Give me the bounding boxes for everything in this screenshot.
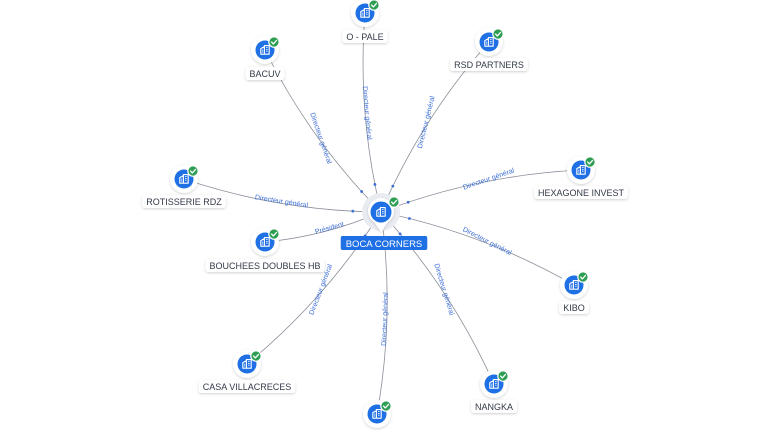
center-label-bg [340,236,428,250]
node-label-pill: CASA VILLACRECES [198,380,296,393]
edge-line [380,211,495,385]
node-label: ROTISSERIE RDZ [146,197,222,207]
node-label-bg [245,67,285,80]
edge-line [380,169,582,213]
check-badge-icon [388,196,400,208]
company-node[interactable] [251,228,280,256]
edge-line [183,178,382,213]
edge-label: Directeur général [361,86,373,141]
center-circle [370,201,392,223]
edge-arrow [373,183,377,186]
check-badge-icon [577,271,589,283]
node-label-bg [450,58,528,71]
edge-label: Président [314,221,344,236]
node-label-pill: ROTISSERIE RDZ [142,195,226,208]
edge-label: Directeur général [254,194,309,209]
edge-label: Directeur général [381,292,390,346]
edge-arrow [391,184,395,188]
company-node[interactable] [233,350,262,378]
check-badge-icon [250,350,262,362]
node-label: O - PALE [346,32,383,42]
node-label-bg [559,301,589,314]
company-node[interactable] [567,156,596,184]
node-label-pill: BOUCHEES DOUBLES HB [205,259,325,272]
node-label: NANGKA [475,402,513,412]
company-node[interactable] [560,271,589,299]
edge-arrow [351,209,355,213]
check-badge-icon [268,36,280,48]
edge-label: Directeur général [308,112,332,165]
check-badge-icon [584,156,596,168]
company-node[interactable] [480,370,509,398]
edge-label: Directeur général [432,263,455,317]
node-label-pill: RSD PARTNERS [450,58,528,71]
node-label-bg [342,30,388,43]
edge-label: Directeur général [461,226,512,257]
node-label: HEXAGONE INVEST [538,188,625,198]
center-label: BOCA CORNERS [346,239,423,250]
edge-label: Directeur général [462,167,515,191]
node-label-bg [142,195,226,208]
node-label: BACUV [249,69,280,79]
center-label-pill: BOCA CORNERS [340,236,428,250]
node-label-pill: BACUV [245,67,285,80]
node-label: CASA VILLACRECES [203,382,292,392]
edge-line [380,211,575,286]
node-label: RSD PARTNERS [454,60,524,70]
nodes-layer: O - PALE RSD PARTNERS BACUV HEXAGONE INVEST… [142,0,629,428]
check-badge-icon [492,28,504,40]
check-badge-icon [268,228,280,240]
node-label: BOUCHEES DOUBLES HB [209,261,320,271]
company-node[interactable] [475,28,504,56]
node-label-pill: O - PALE [342,30,388,43]
company-node[interactable] [363,400,392,428]
edge-arrow [406,200,410,204]
check-badge-icon [187,165,199,177]
edge-arrow [398,232,402,236]
node-label-bg [198,380,296,393]
node-label-pill: HEXAGONE INVEST [533,186,629,199]
center-node[interactable]: BOCA CORNERS [340,193,428,250]
edge-arrow [408,217,411,220]
check-badge-icon [497,370,509,382]
company-node[interactable] [351,0,380,27]
edge-label: Directeur général [417,95,437,149]
node-label-pill: KIBO [559,301,589,314]
company-node[interactable] [251,36,280,64]
node-label: KIBO [563,303,585,313]
node-label-bg [533,186,629,199]
edge-arrow [360,190,364,193]
edge-line [246,211,382,365]
check-badge-icon [368,0,380,11]
node-label-pill: NANGKA [470,400,518,413]
node-label-bg [470,400,518,413]
node-label-bg [205,259,325,272]
company-node[interactable] [170,165,199,193]
check-badge-icon [380,400,392,412]
